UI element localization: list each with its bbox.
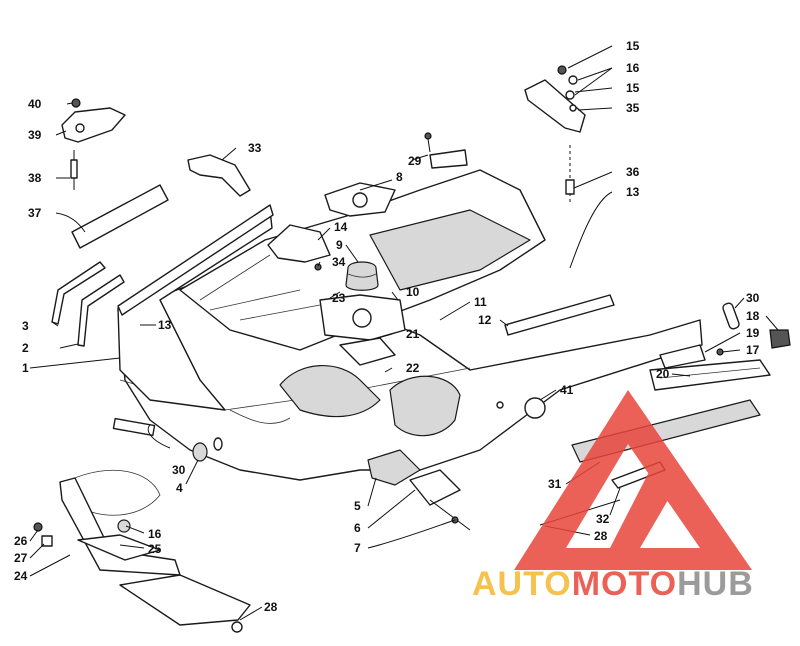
lower-bracket-assembly bbox=[33, 469, 251, 633]
callout-2: 2 bbox=[22, 341, 29, 355]
console-gasket bbox=[409, 469, 461, 506]
callout-41: 41 bbox=[560, 383, 574, 397]
callout-29: 29 bbox=[408, 154, 422, 168]
belly-pan-assembly bbox=[117, 169, 703, 481]
support-bracket bbox=[187, 154, 251, 197]
callout-32: 32 bbox=[596, 512, 610, 526]
inner-tunnel bbox=[279, 364, 381, 418]
reflector bbox=[659, 344, 706, 369]
latch-group bbox=[524, 65, 586, 205]
callout-11: 11 bbox=[474, 295, 487, 309]
callout-40: 40 bbox=[28, 97, 42, 111]
lower-plate bbox=[339, 337, 396, 366]
callout-30-right: 30 bbox=[746, 291, 760, 305]
callout-22: 22 bbox=[406, 361, 420, 375]
callout-23: 23 bbox=[332, 291, 346, 305]
callout-12: 12 bbox=[478, 313, 492, 327]
callout-39: 39 bbox=[28, 128, 42, 142]
callout-8: 8 bbox=[396, 170, 403, 184]
bumper bbox=[192, 442, 208, 462]
callout-30-left: 30 bbox=[172, 463, 186, 477]
mount-bracket bbox=[267, 224, 331, 263]
nut bbox=[71, 98, 81, 108]
callout-18: 18 bbox=[746, 309, 760, 323]
console-housing bbox=[367, 449, 421, 486]
callout-13-left: 13 bbox=[158, 318, 172, 332]
callout-28-lower: 28 bbox=[264, 600, 278, 614]
right-rail bbox=[649, 359, 771, 391]
callout-3: 3 bbox=[22, 319, 29, 333]
watermark-text: AUTOMOTOHUB bbox=[472, 565, 754, 603]
bulkhead-recess bbox=[369, 209, 531, 291]
callout-13-right: 13 bbox=[626, 185, 640, 199]
callout-27: 27 bbox=[14, 551, 28, 565]
trim-strip bbox=[71, 184, 169, 249]
callout-38: 38 bbox=[28, 171, 42, 185]
callout-33: 33 bbox=[248, 141, 262, 155]
callout-17: 17 bbox=[746, 343, 760, 357]
callout-25: 25 bbox=[148, 542, 162, 556]
callout-26: 26 bbox=[14, 534, 28, 548]
callout-15-mid: 15 bbox=[626, 81, 640, 95]
callout-6: 6 bbox=[354, 521, 361, 535]
callout-35: 35 bbox=[626, 101, 640, 115]
seal-strip bbox=[504, 294, 615, 336]
callout-19: 19 bbox=[746, 326, 760, 340]
callout-34: 34 bbox=[332, 255, 346, 269]
callout-1: 1 bbox=[22, 361, 29, 375]
callout-20: 20 bbox=[656, 367, 670, 381]
roller bbox=[722, 302, 740, 330]
handle-rod-2 bbox=[77, 274, 125, 347]
callout-5: 5 bbox=[354, 499, 361, 513]
callout-9: 9 bbox=[336, 238, 343, 252]
callout-21: 21 bbox=[406, 327, 420, 341]
callout-37: 37 bbox=[28, 206, 42, 220]
rear-tunnel bbox=[389, 375, 461, 437]
grommet bbox=[345, 261, 379, 291]
callout-7: 7 bbox=[354, 541, 361, 555]
callout-28-right: 28 bbox=[594, 529, 608, 543]
latch-bracket bbox=[524, 79, 586, 133]
hinge-bracket-group bbox=[61, 98, 126, 190]
side-bracket bbox=[59, 477, 181, 576]
skid-plate bbox=[119, 574, 251, 626]
leader-lines bbox=[29, 45, 779, 621]
small-plate bbox=[429, 149, 468, 169]
hinge-bracket bbox=[61, 107, 126, 143]
side-rail bbox=[117, 204, 274, 316]
handle-rod bbox=[51, 261, 106, 325]
callout-15-top: 15 bbox=[626, 39, 640, 53]
callout-10: 10 bbox=[406, 285, 420, 299]
bumper-block bbox=[769, 329, 791, 349]
watermark: AUTOMOTOHUB bbox=[472, 390, 754, 603]
callout-4: 4 bbox=[176, 481, 183, 495]
callout-31: 31 bbox=[548, 477, 562, 491]
plug bbox=[524, 397, 546, 419]
callout-16-top: 16 bbox=[626, 61, 640, 75]
watermark-logo-icon bbox=[514, 390, 752, 570]
callout-36: 36 bbox=[626, 165, 640, 179]
callout-24: 24 bbox=[14, 569, 28, 583]
callout-labels: 40 39 38 37 33 29 8 14 9 34 23 10 11 12 … bbox=[14, 39, 760, 614]
bracket-plate bbox=[77, 534, 161, 561]
callout-14: 14 bbox=[334, 220, 348, 234]
callout-16-lower: 16 bbox=[148, 527, 162, 541]
roller-left bbox=[112, 417, 156, 437]
